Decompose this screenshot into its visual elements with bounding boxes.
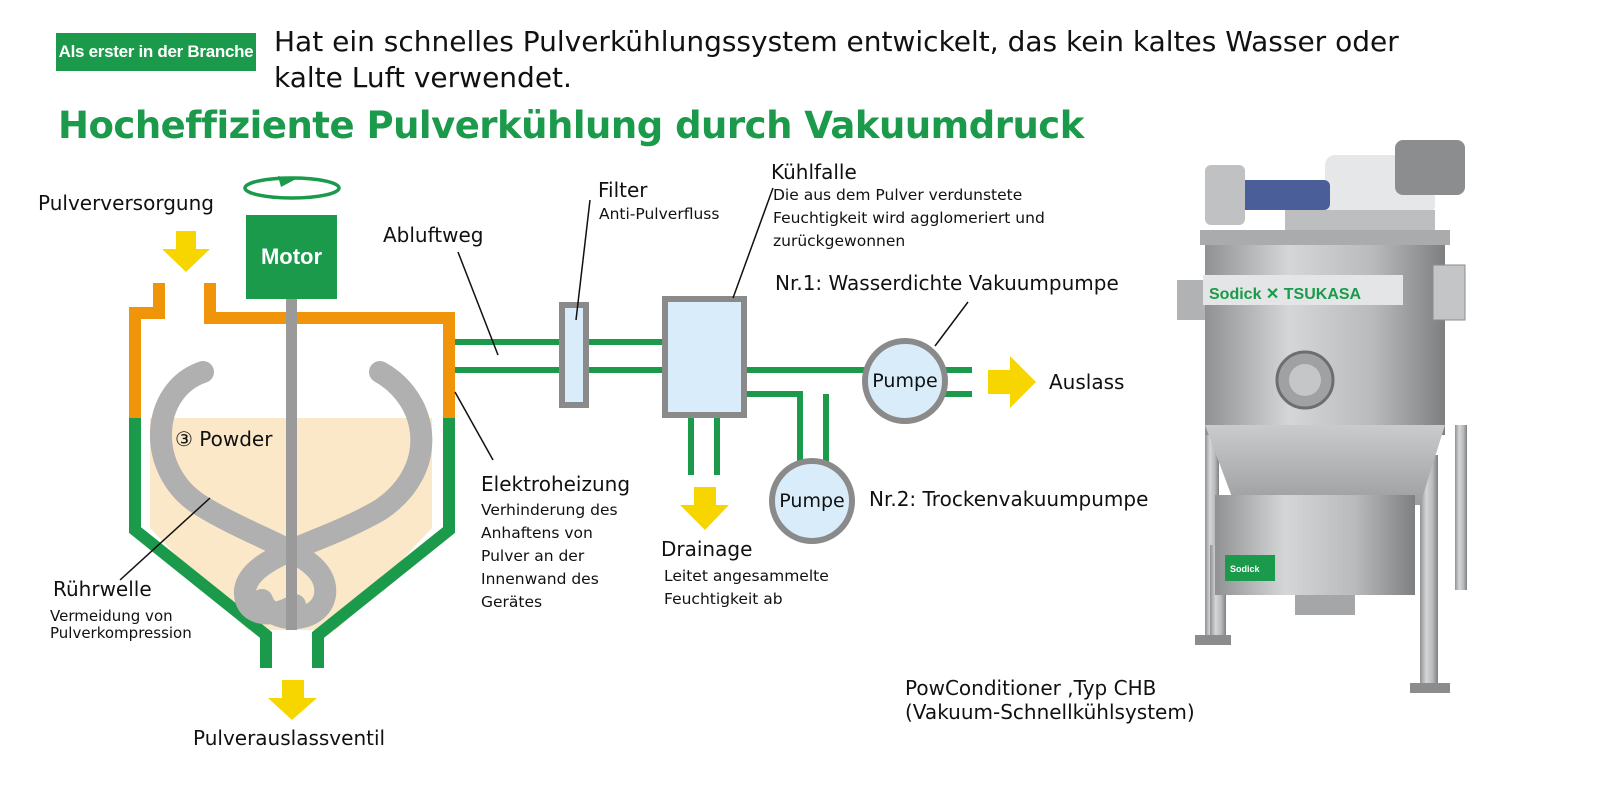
pump-2-name: Nr.2: Trockenvakuumpumpe [869, 487, 1149, 511]
motor-label: Motor [260, 244, 323, 269]
discharge-valve-label: Pulverauslassventil [193, 726, 386, 750]
vacuum-cooling-diagram [119, 176, 1036, 720]
filter-desc: Anti-Pulverfluss [599, 205, 720, 223]
brand-logo: Sodick ✕ TSUKASA [1209, 286, 1362, 303]
cold-trap-label: Kühlfalle [771, 160, 857, 184]
cold-trap-box [662, 296, 747, 418]
agitator-shaft [286, 290, 297, 630]
powder-supply-label: Pulverversorgung [38, 191, 214, 215]
exhaust-path-label: Abluftweg [383, 223, 484, 247]
pump-1-label: Pumpe [872, 370, 938, 392]
headline: Hat ein schnelles Pulverkühlungssystem e… [274, 25, 1399, 94]
vessel-wall [129, 418, 455, 668]
outlet-arrow-icon [988, 356, 1036, 408]
exhaust-pipe [455, 339, 972, 475]
drainage-desc: Leitet angesammelte Feuchtigkeit ab [664, 567, 829, 608]
pump-2-label: Pumpe [779, 490, 845, 512]
outlet-label: Auslass [1049, 370, 1125, 394]
product-caption-description: (Vakuum-Schnellkühlsystem) [905, 700, 1195, 724]
powder-supply-arrow-icon [162, 231, 210, 272]
cold-trap-desc: Die aus dem Pulver verdunstete Feuchtigk… [773, 186, 1045, 250]
pump-1 [862, 338, 948, 424]
agitator-desc: Vermeidung von Pulverkompression [50, 607, 192, 642]
rotation-arrow-icon [243, 176, 341, 200]
pump-1-name: Nr.1: Wasserdichte Vakuumpumpe [775, 271, 1119, 295]
leader-lines [119, 187, 969, 581]
discharge-arrow-icon [268, 680, 317, 720]
page-title: Hocheffiziente Pulverkühlung durch Vakuu… [58, 104, 1084, 147]
pump-2 [769, 458, 855, 544]
filter-label: Filter [598, 178, 648, 202]
heater-desc: Verhinderung des Anhaftens von Pulver an… [481, 501, 618, 611]
first-in-industry-badge: Als erster in der Branche [56, 33, 256, 71]
product-caption-model: PowConditioner ,Typ CHB [905, 676, 1157, 700]
powder-label: ③ Powder [175, 427, 273, 451]
drainage-label: Drainage [661, 537, 753, 561]
drainage-arrow-icon [680, 487, 729, 530]
vessel-heated-wall [129, 283, 455, 418]
heater-label: Elektroheizung [481, 472, 631, 496]
agitator-blades [149, 361, 433, 630]
motor-box [246, 215, 337, 299]
product-photo: Sodick ✕ TSUKASA Sodick [1177, 140, 1467, 693]
svg-text:Sodick: Sodick [1230, 564, 1261, 574]
filter-inner [565, 308, 583, 402]
agitator-label: Rührwelle [53, 577, 152, 601]
